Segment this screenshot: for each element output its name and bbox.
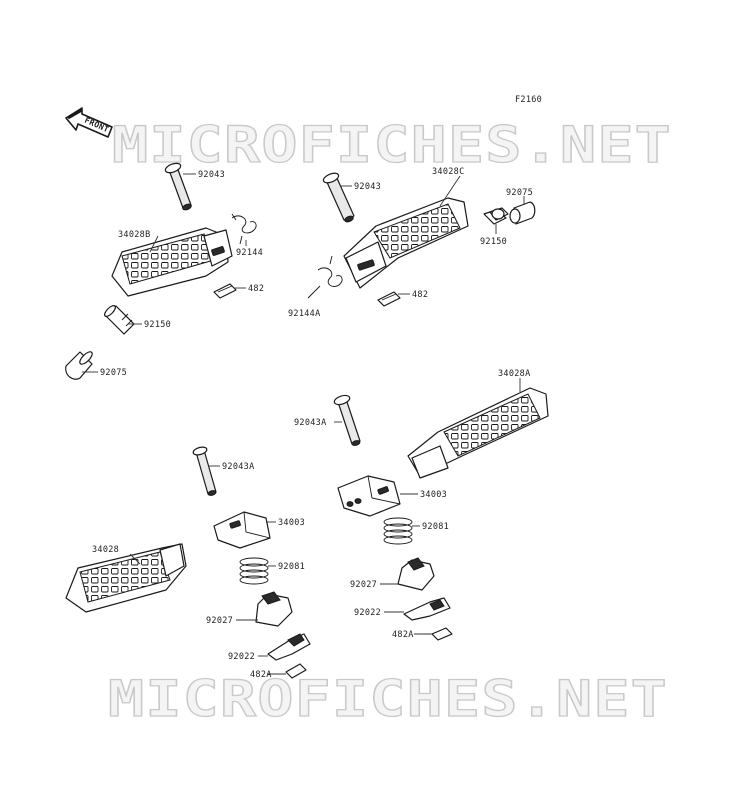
pin-92043A-right xyxy=(333,394,361,446)
label-92027-left: 92027 xyxy=(206,616,233,626)
footpeg-34028C xyxy=(343,197,469,289)
figure-code: F2160 xyxy=(515,95,542,105)
label-92075-right: 92075 xyxy=(506,188,533,198)
plate-92027-right xyxy=(397,557,435,591)
label-92027-right: 92027 xyxy=(350,580,377,590)
label-92022-left: 92022 xyxy=(228,652,255,662)
label-34028A: 34028A xyxy=(498,369,531,379)
watermark-bottom: MICROFICHES.NET xyxy=(108,670,668,728)
cap-92075-right xyxy=(509,201,536,225)
rubber-92150-right xyxy=(483,207,509,225)
label-92043-right: 92043 xyxy=(354,182,381,192)
label-482-right: 482 xyxy=(412,290,428,300)
label-92075-left: 92075 xyxy=(100,368,127,378)
spring-92081-right xyxy=(383,517,413,545)
clip-482-right xyxy=(377,291,401,307)
clip-482A-left xyxy=(285,663,307,679)
label-92150-left: 92150 xyxy=(144,320,171,330)
footpeg-34028 xyxy=(65,543,187,613)
label-34028: 34028 xyxy=(92,545,119,555)
watermark-top: MICROFICHES.NET xyxy=(112,116,672,174)
rubber-92150-left xyxy=(104,305,135,335)
label-34028C: 34028C xyxy=(432,167,465,177)
plate-92022-left xyxy=(267,633,311,661)
label-482-left: 482 xyxy=(248,284,264,294)
leader-lines xyxy=(82,173,525,675)
spring-92144 xyxy=(231,213,257,245)
label-92022-right: 92022 xyxy=(354,608,381,618)
label-92043A-right: 92043A xyxy=(294,418,327,428)
label-482A-right: 482A xyxy=(392,630,414,640)
pin-92043A-left xyxy=(192,446,217,496)
cap-92075-left xyxy=(65,351,93,380)
footpeg-34028A xyxy=(407,387,549,479)
plate-92027-left xyxy=(255,591,293,627)
label-92081-left: 92081 xyxy=(278,562,305,572)
spring-92081-left xyxy=(239,557,269,585)
label-92081-right: 92081 xyxy=(422,522,449,532)
label-482A-left: 482A xyxy=(250,670,272,680)
plate-92022-right xyxy=(403,597,451,621)
bracket-34003-left xyxy=(213,511,271,549)
label-92043-left: 92043 xyxy=(198,170,225,180)
label-34003-left: 34003 xyxy=(278,518,305,528)
label-92144: 92144 xyxy=(236,248,263,258)
label-34028B: 34028B xyxy=(118,230,151,240)
front-arrow-icon xyxy=(65,107,113,138)
pin-92043-right xyxy=(322,172,355,223)
footpeg-34028B xyxy=(111,227,233,297)
bracket-34003-right xyxy=(337,475,401,517)
label-92150-right: 92150 xyxy=(480,237,507,247)
clip-482A-right xyxy=(431,627,453,641)
clip-482-left xyxy=(213,283,237,299)
label-92043A-left: 92043A xyxy=(222,462,255,472)
pin-92043-left xyxy=(164,162,192,211)
spring-92144A xyxy=(307,255,343,299)
label-34003-right: 34003 xyxy=(420,490,447,500)
label-92144A: 92144A xyxy=(288,309,321,319)
